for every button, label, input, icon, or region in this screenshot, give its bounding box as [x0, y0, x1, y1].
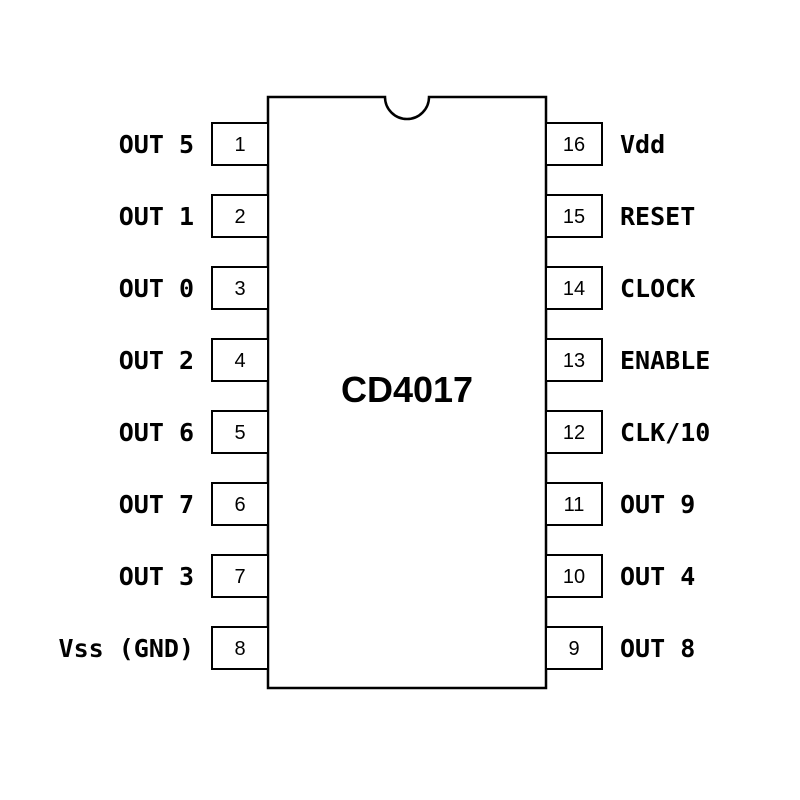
ic-package-body [266, 95, 548, 690]
pin-box [545, 410, 603, 454]
pin-label: OUT 7 [119, 490, 194, 519]
pin-box [545, 338, 603, 382]
pin-box [545, 266, 603, 310]
pin-right-3: 14 CLOCK [545, 266, 695, 310]
pin-number: 5 [234, 422, 245, 444]
pin-left-4: 4 OUT 2 [119, 338, 269, 382]
pin-number: 13 [563, 350, 585, 372]
pin-label: OUT 6 [119, 418, 194, 447]
pin-box [545, 626, 603, 670]
pin-number: 12 [563, 422, 585, 444]
pin-label: Vss (GND) [59, 634, 194, 663]
pin-number: 16 [563, 134, 585, 156]
pin-right-7: 10 OUT 4 [545, 554, 695, 598]
pin-left-8: 8 Vss (GND) [59, 626, 269, 670]
pin-label: ENABLE [620, 346, 710, 375]
pin-left-1: 1 OUT 5 [119, 122, 269, 166]
pin-label: OUT 2 [119, 346, 194, 375]
pin-box [545, 122, 603, 166]
pin-right-6: 11 OUT 9 [545, 482, 695, 526]
pin-label: OUT 0 [119, 274, 194, 303]
pin-left-6: 6 OUT 7 [119, 482, 269, 526]
pin-label: OUT 3 [119, 562, 194, 591]
pin-label: CLK/10 [620, 418, 710, 447]
pin-label: OUT 8 [620, 634, 695, 663]
pin-right-4: 13 ENABLE [545, 338, 710, 382]
pin-number: 2 [234, 206, 245, 228]
pin-label: OUT 1 [119, 202, 194, 231]
pin-number: 15 [563, 206, 585, 228]
pin-box [545, 554, 603, 598]
pin-label: RESET [620, 202, 695, 231]
pin-box [211, 626, 269, 670]
pin-number: 14 [563, 278, 585, 300]
pin-left-7: 7 OUT 3 [119, 554, 269, 598]
pin-label: OUT 5 [119, 130, 194, 159]
pin-left-2: 2 OUT 1 [119, 194, 269, 238]
pin-box [545, 194, 603, 238]
pin-number: 11 [564, 494, 585, 516]
pin-number: 3 [234, 278, 245, 300]
chip-part-number: CD4017 [341, 369, 473, 410]
pin-number: 6 [234, 494, 245, 516]
pin-left-5: 5 OUT 6 [119, 410, 269, 454]
pin-right-2: 15 RESET [545, 194, 695, 238]
pin-box [211, 410, 269, 454]
pin-number: 8 [234, 638, 245, 660]
pin-right-8: 9 OUT 8 [545, 626, 695, 670]
pin-box [545, 482, 603, 526]
pin-number: 9 [568, 638, 579, 660]
pin-number: 4 [234, 350, 245, 372]
pin-label: OUT 9 [620, 490, 695, 519]
pin-box [211, 266, 269, 310]
pin-left-3: 3 OUT 0 [119, 266, 269, 310]
pin-right-5: 12 CLK/10 [545, 410, 710, 454]
left-pin-column: 1 OUT 5 2 OUT 1 3 OUT 0 4 OUT 2 5 OUT 6 6 OUT 7 7 OUT… [59, 122, 269, 670]
pin-box [211, 554, 269, 598]
pin-label: Vdd [620, 130, 665, 159]
pin-number: 10 [563, 566, 585, 588]
pin-box [211, 194, 269, 238]
pin-number: 1 [234, 134, 245, 156]
pin-box [211, 338, 269, 382]
pin-right-1: 16 Vdd [545, 122, 665, 166]
pin-box [211, 482, 269, 526]
pin-box [211, 122, 269, 166]
pin-label: CLOCK [620, 274, 695, 303]
pin-label: OUT 4 [620, 562, 695, 591]
pin-number: 7 [234, 566, 245, 588]
